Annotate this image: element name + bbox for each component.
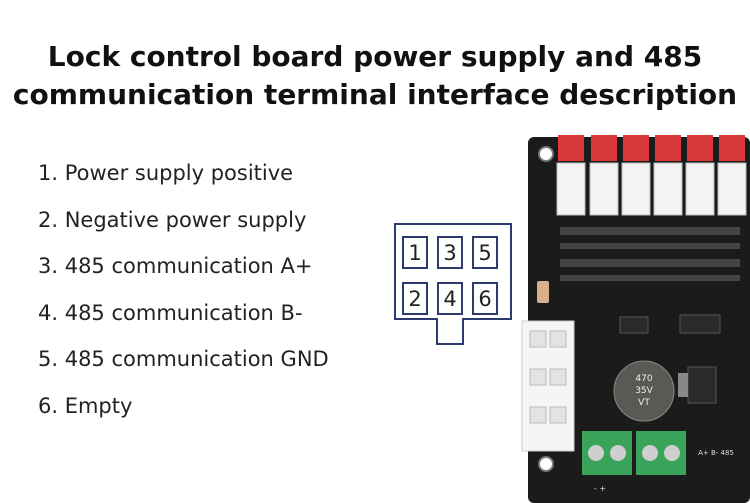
svg-text:470: 470 (635, 374, 652, 384)
title-line-2: communication terminal interface descrip… (12, 78, 738, 111)
lock-control-board-image: 470 35V VT - + A+ B- 485 (521, 135, 750, 503)
list-item: 5. 485 communication GND (38, 347, 329, 371)
list-item: 2. Negative power supply (38, 207, 307, 232)
connector-pin-4: 4 (437, 282, 463, 315)
svg-text:35V: 35V (635, 386, 653, 396)
list-item: 1. Power supply positive (38, 161, 294, 185)
title-line-1: Lock control board power supply and 485 (47, 40, 703, 73)
list-item: 6. Empty (38, 393, 133, 418)
list-item: 4. 485 communication B- (38, 300, 303, 325)
connector-pin-3: 3 (437, 236, 463, 269)
connector-pin-1: 1 (402, 236, 428, 269)
svg-text:A+ B- 485: A+ B- 485 (698, 449, 734, 457)
list-item: 3. 485 communication A+ (38, 254, 313, 278)
connector-pin-2: 2 (402, 282, 428, 315)
svg-text:VT: VT (638, 398, 650, 408)
svg-text:- +: - + (594, 484, 606, 493)
connector-pin-6: 6 (472, 282, 498, 315)
pin-description-list: 1. Power supply positive 2. Negative pow… (38, 150, 329, 429)
connector-pin-5: 5 (472, 236, 498, 269)
page-title: Lock control board power supply and 485 … (0, 38, 750, 114)
relay-headers (556, 135, 747, 216)
